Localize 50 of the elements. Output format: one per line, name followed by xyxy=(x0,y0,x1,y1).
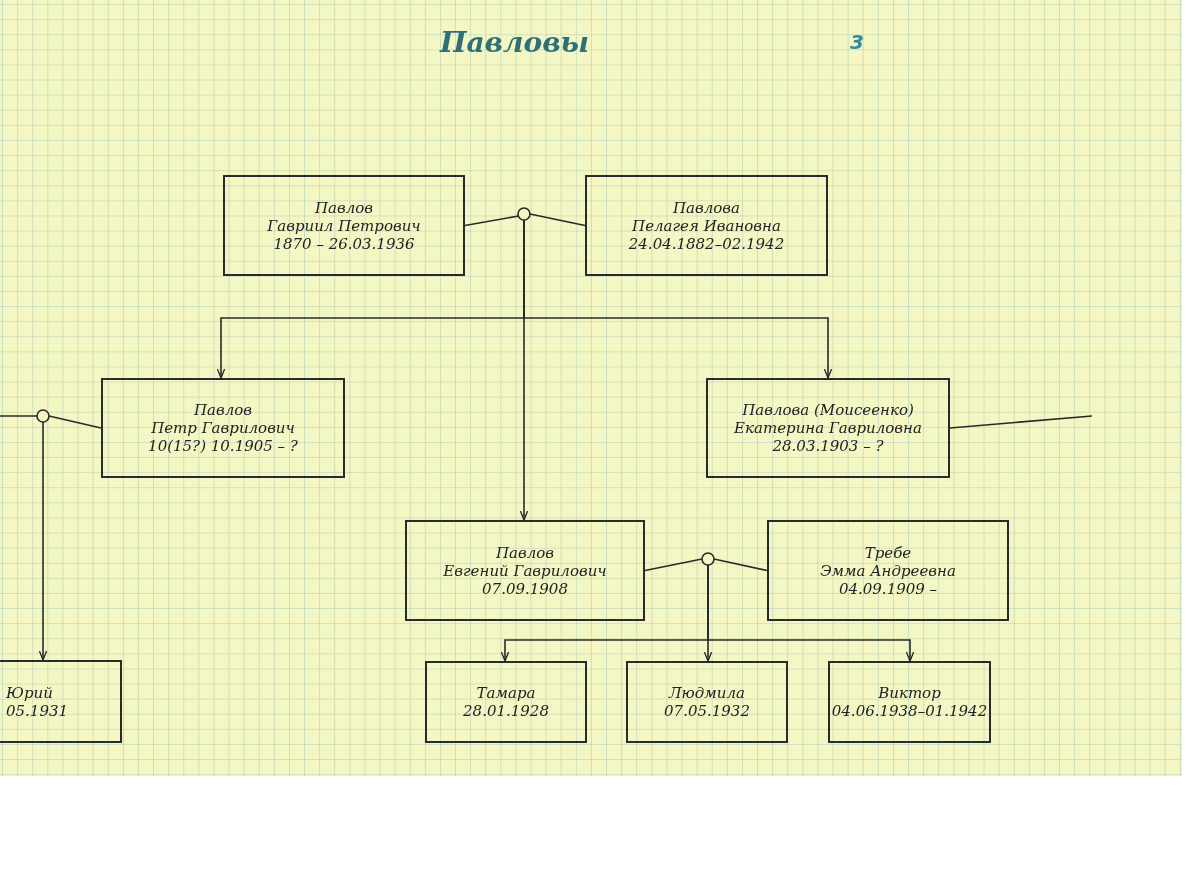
dates-text: 1870 – 26.03.1936 xyxy=(273,234,415,253)
marriage-circle xyxy=(36,409,50,423)
person-box xyxy=(425,661,587,743)
person-box xyxy=(706,378,950,478)
person-box xyxy=(0,660,122,743)
person-box xyxy=(767,520,1009,621)
page-number: 3 xyxy=(850,30,864,54)
dates-text: 28.01.1928 xyxy=(463,702,549,720)
name-text: Екатерина Гавриловна xyxy=(734,419,922,437)
surname-text: Павлова xyxy=(673,198,740,217)
connector-line xyxy=(0,415,38,417)
name-text: Пелагея Ивановна xyxy=(632,216,781,235)
name-text: Гавриил Петрович xyxy=(267,216,421,235)
surname-text: Людмила xyxy=(669,684,745,702)
dates-text: 10(15?) 10.1905 – ? xyxy=(148,437,298,455)
dates-text: 28.03.1903 – ? xyxy=(772,437,884,455)
name-text: Петр Гаврилович xyxy=(151,419,295,437)
person-box xyxy=(101,378,345,478)
dates-text: 24.04.1882–02.1942 xyxy=(628,234,785,253)
connector-line xyxy=(529,213,586,227)
surname-text: Павлов xyxy=(495,543,555,562)
person-box xyxy=(828,661,991,743)
arrow xyxy=(707,564,915,662)
dates-text: 04.09.1909 – xyxy=(838,579,938,598)
surname-text: Юрий xyxy=(6,683,53,702)
dates-text: 07.09.1908 xyxy=(482,579,568,598)
surname-text: Павлов xyxy=(193,401,253,419)
dates-text: 07.05.1932 xyxy=(664,702,750,720)
name-text: Евгений Гаврилович xyxy=(443,561,607,580)
arrow xyxy=(38,421,48,661)
person-box xyxy=(626,661,788,743)
marriage-circle xyxy=(517,207,531,221)
person-box xyxy=(223,175,465,276)
connector-line xyxy=(949,415,1093,429)
surname-text: Павлова (Моисеенко) xyxy=(742,401,914,419)
surname-text: Виктор xyxy=(878,684,941,702)
connector-line xyxy=(48,415,102,429)
diagram-title: Павловы xyxy=(440,26,590,59)
connector-line xyxy=(713,558,768,572)
surname-text: Павлов xyxy=(314,198,374,217)
surname-text: Требе xyxy=(864,543,912,562)
surname-text: Тамара xyxy=(476,684,536,702)
dates-text: 04.06.1938–01.1942 xyxy=(831,702,988,720)
person-box xyxy=(585,175,828,276)
dates-text: 05.1931 xyxy=(6,701,69,720)
name-text: Эмма Андреевна xyxy=(820,561,956,580)
marriage-circle xyxy=(701,552,715,566)
connector-line xyxy=(644,558,703,572)
person-box xyxy=(405,520,645,621)
arrow xyxy=(519,219,529,521)
